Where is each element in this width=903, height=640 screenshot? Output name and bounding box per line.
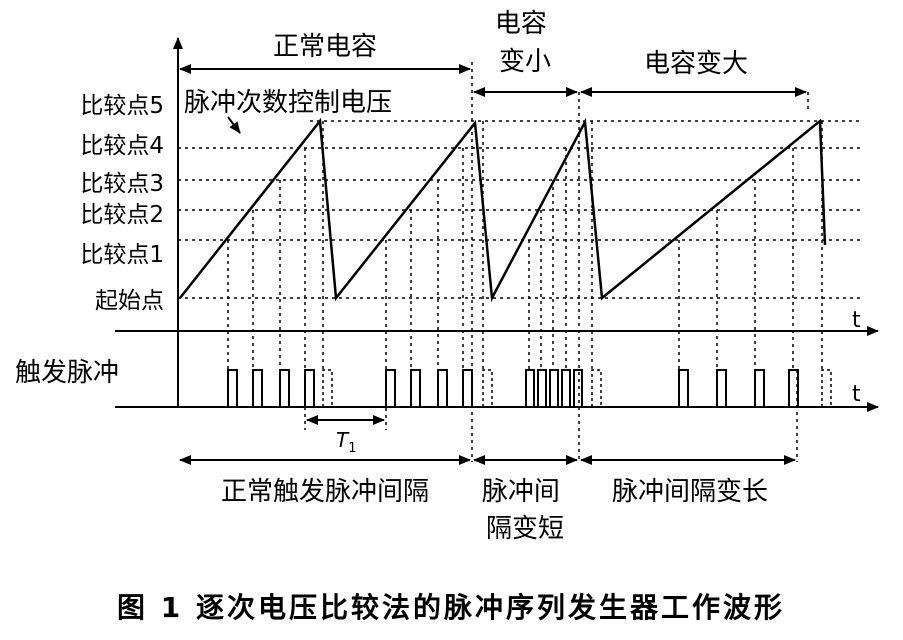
segment-label-normal: 正常电容: [273, 32, 377, 62]
pulse: [716, 369, 727, 407]
t-label-pulse: t: [852, 382, 861, 407]
top-segment-arrows: [179, 64, 807, 97]
voltage-waveform: [179, 117, 827, 303]
interval-label-shorter-line1: 脉冲间: [482, 477, 560, 507]
level-labels: 比较点5 比较点4 比较点3 比较点2 比较点1 起始点: [80, 93, 164, 314]
segment-label-smaller-line2: 变小: [499, 47, 551, 77]
dashed-pulse: [821, 369, 832, 407]
pulse: [462, 369, 473, 407]
pulse: [573, 369, 583, 407]
pulse: [561, 369, 571, 407]
vertical-guides: [227, 62, 823, 462]
trigger-pulses: [227, 369, 799, 407]
period-label-sub: 1: [348, 441, 356, 456]
pulse: [754, 369, 765, 407]
level-label-5: 比较点5: [80, 93, 164, 119]
pulse: [525, 369, 535, 407]
pulse: [227, 369, 238, 407]
level-label-start: 起始点: [95, 288, 164, 314]
pulse: [279, 369, 290, 407]
period-label: T1: [336, 428, 357, 456]
level-label-2: 比较点2: [80, 202, 164, 228]
level-label-3: 比较点3: [80, 171, 164, 197]
dashed-pulses: [322, 369, 832, 407]
pulse: [304, 369, 315, 407]
pulse: [385, 369, 396, 407]
interval-label-normal: 正常触发脉冲间隔: [221, 477, 429, 507]
pulse: [410, 369, 421, 407]
voltage-pointer: [227, 116, 241, 134]
figure-caption: 图 1 逐次电压比较法的脉冲序列发生器工作波形: [117, 591, 785, 624]
pulse: [788, 369, 799, 407]
period-label-main: T: [336, 428, 350, 452]
pulse: [549, 369, 559, 407]
pulse: [537, 369, 547, 407]
dashed-pulse: [591, 369, 602, 407]
interval-label-shorter: 脉冲间 隔变短: [482, 477, 568, 544]
dashed-pulse: [322, 369, 333, 407]
level-label-1: 比较点1: [80, 242, 164, 268]
pulse: [678, 369, 689, 407]
interval-label-longer: 脉冲间隔变长: [612, 477, 768, 507]
level-label-4: 比较点4: [80, 133, 164, 159]
segment-label-larger: 电容变大: [644, 49, 748, 79]
trigger-label: 触发脉冲: [15, 358, 119, 388]
t-label-voltage: t: [852, 308, 861, 333]
axes: [115, 37, 879, 412]
pulse: [252, 369, 263, 407]
segment-label-smaller: 电容 变小: [495, 9, 555, 77]
interval-label-shorter-line2: 隔变短: [486, 514, 564, 544]
segment-label-smaller-line1: 电容: [495, 9, 547, 39]
voltage-label: 脉冲次数控制电压: [184, 88, 392, 118]
pulse: [437, 369, 448, 407]
dashed-pulse: [482, 369, 493, 407]
